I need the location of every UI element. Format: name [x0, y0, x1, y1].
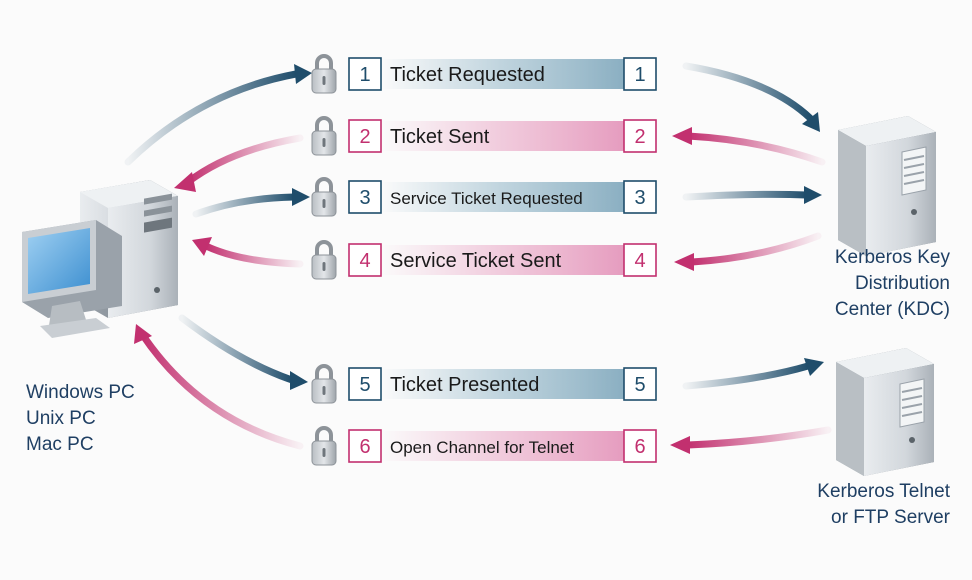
- padlock-icon: [311, 240, 337, 280]
- flow-arrow: [192, 188, 310, 218]
- flow-arrow: [192, 237, 304, 268]
- flow-arrow: [672, 127, 826, 166]
- step-label: Open Channel for Telnet: [390, 438, 574, 457]
- step-label: Ticket Presented: [390, 374, 539, 396]
- client-label-line: Windows PC: [26, 382, 135, 403]
- step-number-box: 2: [348, 119, 382, 153]
- desktop-computer-icon: [22, 180, 178, 338]
- step-number: 1: [359, 64, 370, 86]
- client-label-line: Mac PC: [26, 434, 94, 455]
- flow-arrow: [670, 426, 832, 454]
- step-number-box: 4: [623, 243, 657, 277]
- step-label: Service Ticket Sent: [390, 250, 562, 272]
- flow-arrow: [674, 232, 822, 271]
- telnet-server-label: Kerberos Telnet or FTP Server: [817, 479, 950, 531]
- step-label: Service Ticket Requested: [390, 189, 583, 208]
- step-band: [380, 369, 650, 399]
- step-label: Ticket Requested: [390, 64, 545, 86]
- step-band: [380, 245, 650, 275]
- step-band: [380, 431, 650, 461]
- step-number: 6: [634, 436, 645, 458]
- step-number-box: 1: [623, 57, 657, 91]
- step-row: 3 3 Service Ticket Requested: [311, 177, 657, 217]
- step-number-box: 1: [348, 57, 382, 91]
- step-number-box: 5: [348, 367, 382, 401]
- step-band: [380, 59, 650, 89]
- step-number-box: 4: [348, 243, 382, 277]
- padlock-icon: [311, 177, 337, 217]
- step-number: 5: [634, 374, 645, 396]
- step-row: 4 4 Service Ticket Sent: [311, 240, 657, 280]
- step-number-box: 2: [623, 119, 657, 153]
- telnet-label-line: or FTP Server: [831, 507, 950, 528]
- step-number: 4: [634, 250, 645, 272]
- step-number: 5: [359, 374, 370, 396]
- step-number-box: 5: [623, 367, 657, 401]
- kdc-label-line: Center (KDC): [834, 299, 950, 320]
- flow-arrow: [134, 324, 304, 450]
- client-label-line: Unix PC: [26, 408, 96, 429]
- padlock-icon: [311, 54, 337, 94]
- step-number-box: 6: [623, 429, 657, 463]
- step-label: Ticket Sent: [390, 126, 490, 148]
- server-tower-icon: [838, 116, 936, 256]
- server-tower-icon: [836, 348, 934, 476]
- connector-arrows: [124, 62, 832, 454]
- flow-arrow: [682, 186, 822, 204]
- padlock-icon: [311, 426, 337, 466]
- step-number: 2: [634, 126, 645, 148]
- flow-arrow: [682, 358, 824, 390]
- kdc-label-line: Kerberos Key: [834, 247, 950, 268]
- step-row: 2 2 Ticket Sent: [311, 116, 657, 156]
- telnet-label-line: Kerberos Telnet: [817, 481, 950, 502]
- padlock-icon: [311, 364, 337, 404]
- kdc-label-line: Distribution: [854, 273, 950, 294]
- step-band: [380, 121, 650, 151]
- step-band: [380, 182, 650, 212]
- flow-arrow: [682, 62, 820, 132]
- step-row: 6 6 Open Channel for Telnet: [311, 426, 657, 466]
- step-number-box: 6: [348, 429, 382, 463]
- flow-arrow: [124, 64, 312, 166]
- step-number: 3: [359, 187, 370, 209]
- step-row: 5 5 Ticket Presented: [311, 364, 657, 404]
- step-number-box: 3: [623, 180, 657, 214]
- flow-arrow: [174, 134, 304, 192]
- step-number: 4: [359, 250, 370, 272]
- flow-arrow: [178, 314, 308, 390]
- step-number: 3: [634, 187, 645, 209]
- step-number-box: 3: [348, 180, 382, 214]
- padlock-icon: [311, 116, 337, 156]
- step-row: 1 1 Ticket Requested: [311, 54, 657, 94]
- kdc-label: Kerberos Key Distribution Center (KDC): [835, 245, 950, 323]
- step-number: 1: [634, 64, 645, 86]
- client-label: Windows PC Unix PC Mac PC: [26, 380, 135, 458]
- step-number: 6: [359, 436, 370, 458]
- step-number: 2: [359, 126, 370, 148]
